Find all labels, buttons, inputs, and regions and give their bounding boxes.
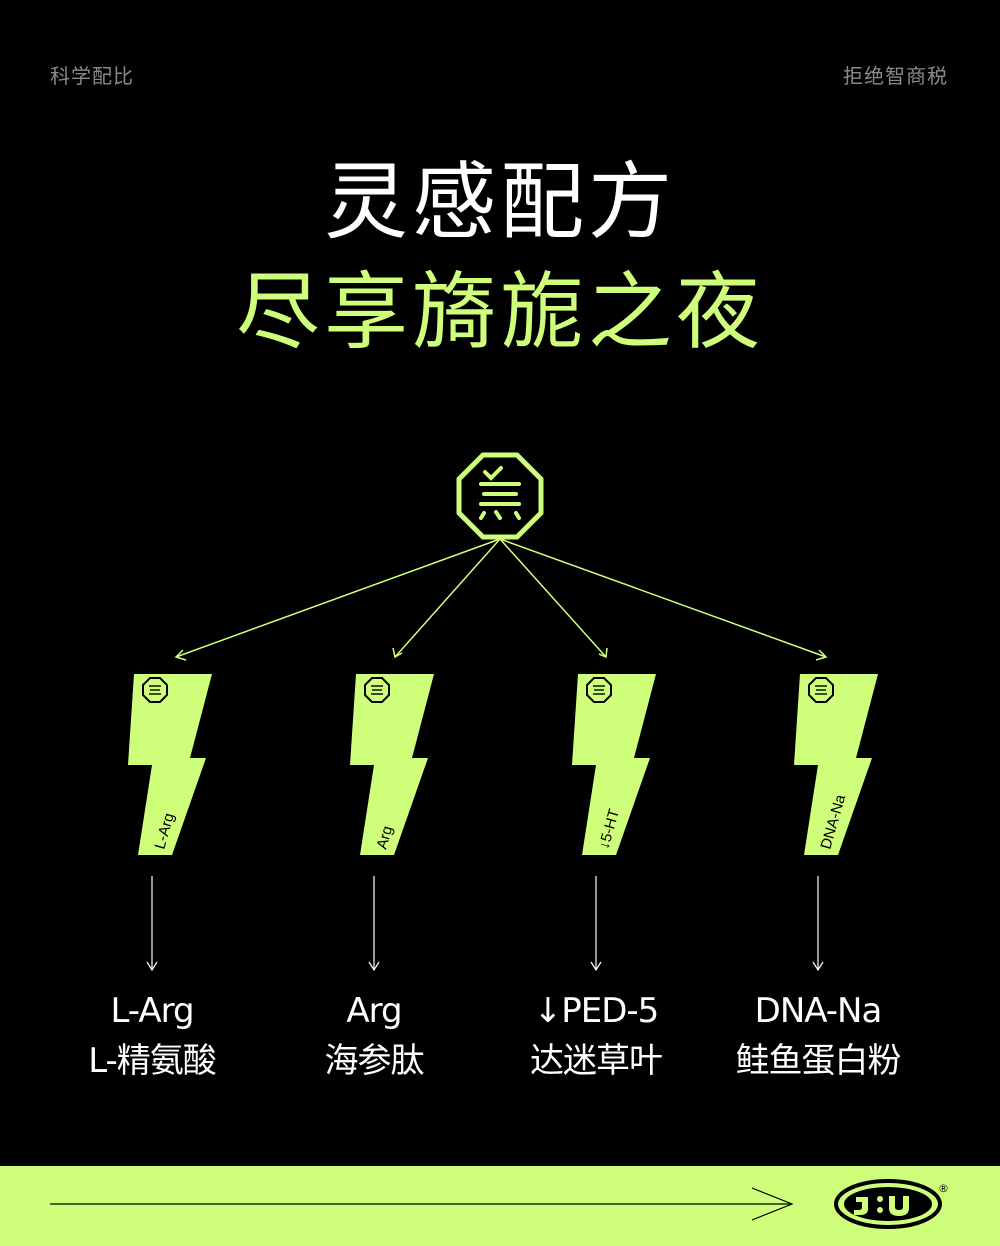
bolt-tag-1: L-Arg bbox=[128, 674, 212, 855]
registered-mark: ® bbox=[938, 1182, 949, 1195]
ingredient-code-3: ↓PED-5 bbox=[533, 991, 660, 1031]
bolt-tag-3: ↓5-HT bbox=[572, 674, 656, 855]
ingredient-code-2: Arg bbox=[346, 991, 402, 1031]
corner-label-right: 拒绝智商税 bbox=[843, 64, 948, 88]
subheadline: 尽享旖旎之夜 bbox=[235, 263, 764, 361]
headline: 灵感配方 bbox=[323, 153, 676, 251]
footer-bar bbox=[0, 1166, 1000, 1246]
ingredient-code-4: DNA-Na bbox=[754, 991, 883, 1031]
down-arrows bbox=[146, 876, 824, 972]
mini-badge-icon bbox=[364, 677, 390, 703]
footer-arrow-icon bbox=[751, 1187, 794, 1221]
bolt-tag-4: DNA-Na bbox=[794, 674, 878, 855]
mini-badge-icon bbox=[808, 677, 834, 703]
ingredient-code-1: L-Arg bbox=[110, 991, 194, 1031]
ingredient-name-1: L-精氨酸 bbox=[88, 1041, 217, 1081]
lightning-bolt-icon bbox=[794, 674, 878, 855]
ingredient-name-2: 海参肽 bbox=[324, 1041, 425, 1081]
lightning-bolt-icon bbox=[350, 674, 434, 855]
bolt-tag-2: Arg bbox=[350, 674, 434, 855]
mini-badge-icon bbox=[586, 677, 612, 703]
lightning-bolt-icon bbox=[572, 674, 656, 855]
bolt-tag-label: Arg bbox=[374, 824, 397, 851]
corner-label-left: 科学配比 bbox=[50, 64, 134, 88]
mini-badge-icon bbox=[142, 677, 168, 703]
ingredient-name-4: 鲑鱼蛋白粉 bbox=[735, 1041, 902, 1081]
lightning-bolt-icon bbox=[128, 674, 212, 855]
brand-logo-icon bbox=[834, 1179, 942, 1229]
branch-arrows bbox=[174, 538, 828, 661]
ingredient-name-3: 达迷草叶 bbox=[530, 1041, 663, 1081]
brand-badge-icon bbox=[456, 452, 544, 540]
